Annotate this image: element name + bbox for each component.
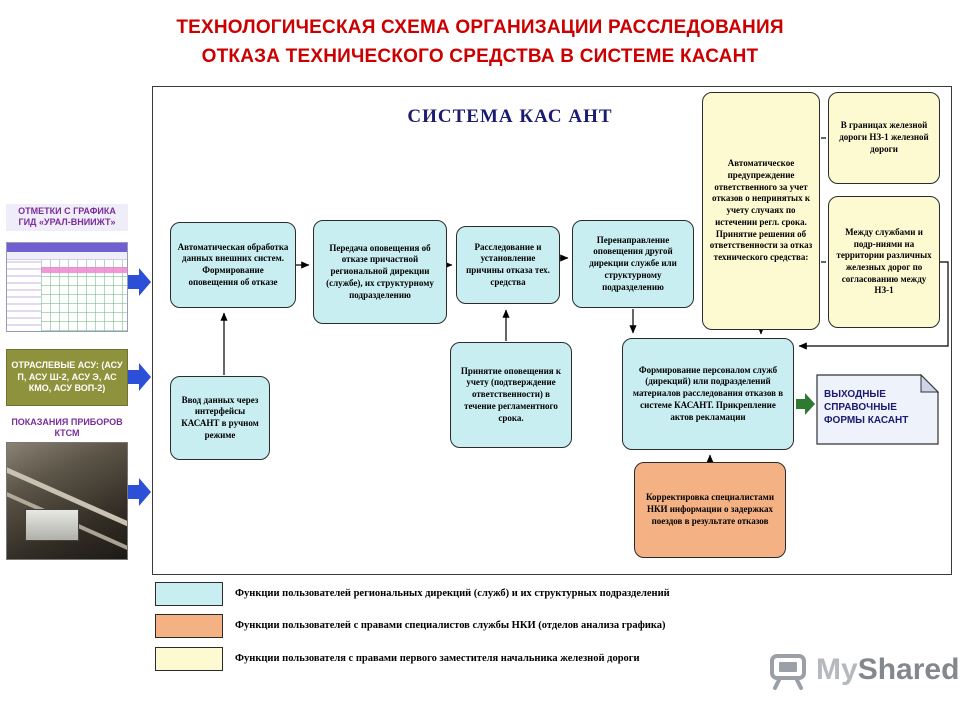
legend-text-regional: Функции пользователей региональных дирек… — [235, 587, 670, 599]
input-arrow-ktsm-icon — [128, 478, 151, 506]
ktsm-photo-image — [6, 442, 128, 560]
legend-swatch-yellow — [155, 647, 223, 671]
watermark-text: MyShared — [816, 653, 960, 686]
legend-text-deputy: Функции пользователя с правами первого з… — [235, 652, 640, 664]
myshared-watermark: MyShared — [766, 648, 959, 692]
legend-row-deputy: Функции пользователя с правами первого з… — [155, 647, 935, 671]
gid-screenshot-image — [6, 242, 128, 332]
box-auto-processing: Автоматическая обработка данных внешних … — [170, 222, 296, 308]
legend-row-nki: Функции пользователей с правами специали… — [155, 614, 935, 638]
box-transfer: Передача оповещения об отказе причастной… — [313, 220, 447, 324]
slide-title: ТЕХНОЛОГИЧЕСКАЯ СХЕМА ОРГАНИЗАЦИИ РАССЛЕ… — [0, 14, 960, 71]
slide-title-line1: ТЕХНОЛОГИЧЕСКАЯ СХЕМА ОРГАНИЗАЦИИ РАССЛЕ… — [176, 17, 784, 38]
gid-highlight-band — [41, 267, 127, 273]
gid-window-toolbar — [7, 252, 127, 260]
output-forms-label: ВЫХОДНЫЕ СПРАВОЧНЫЕ ФОРМЫ КАСАНТ — [824, 389, 909, 426]
box-between-services: Между службами и подр-ниями на территори… — [828, 196, 940, 328]
box-acceptance: Принятие оповещения к учету (подтвержден… — [450, 342, 572, 448]
input-arrow-asu-icon — [128, 363, 151, 391]
output-forms-document: ВЫХОДНЫЕ СПРАВОЧНЫЕ ФОРМЫ КАСАНТ — [816, 373, 940, 446]
gid-window-sidebar — [7, 260, 42, 331]
box-auto-warning: Автоматическое предупреждение ответствен… — [702, 92, 820, 330]
system-title: СИСТЕМА КАС АНТ — [407, 106, 613, 127]
output-arrow-green-icon — [796, 393, 815, 415]
box-investigation: Расследование и установление причины отк… — [456, 226, 560, 304]
gid-window-titlebar — [7, 243, 127, 252]
legend-text-nki: Функции пользователей с правами специали… — [235, 619, 666, 631]
arrow-decision-to-materials — [798, 261, 949, 350]
slide-title-line2: ОТКАЗА ТЕХНИЧЕСКОГО СРЕДСТВА В СИСТЕМЕ К… — [201, 45, 759, 67]
box-redirect: Перенаправление оповещения другой дирекц… — [572, 220, 694, 308]
box-within-road: В границах железной дороги НЗ-1 железной… — [828, 92, 940, 184]
input-label-asu: ОТРАСЛЕВЫЕ АСУ: (АСУ П, АСУ Ш-2, АСУ Э, … — [6, 349, 128, 406]
ktsm-device — [25, 509, 79, 541]
box-correction: Корректировка специалистами НКИ информац… — [634, 462, 786, 558]
myshared-logo-icon — [770, 654, 806, 690]
legend-swatch-cyan — [155, 582, 223, 606]
box-manual-input: Ввод данных через интерфейсы КАСАНТ в ру… — [170, 376, 270, 460]
box-materials: Формирование персоналом служб (дирекций)… — [622, 338, 794, 450]
input-label-ktsm: ПОКАЗАНИЯ ПРИБОРОВ КТСМ — [11, 417, 123, 439]
legend-row-regional: Функции пользователей региональных дирек… — [155, 582, 935, 606]
input-arrow-gid-icon — [128, 268, 151, 296]
document-shape-icon — [816, 373, 940, 445]
legend-swatch-orange — [155, 614, 223, 638]
input-label-gid: ОТМЕТКИ С ГРАФИКА ГИД «УРАЛ-ВНИИЖТ» — [6, 204, 128, 231]
